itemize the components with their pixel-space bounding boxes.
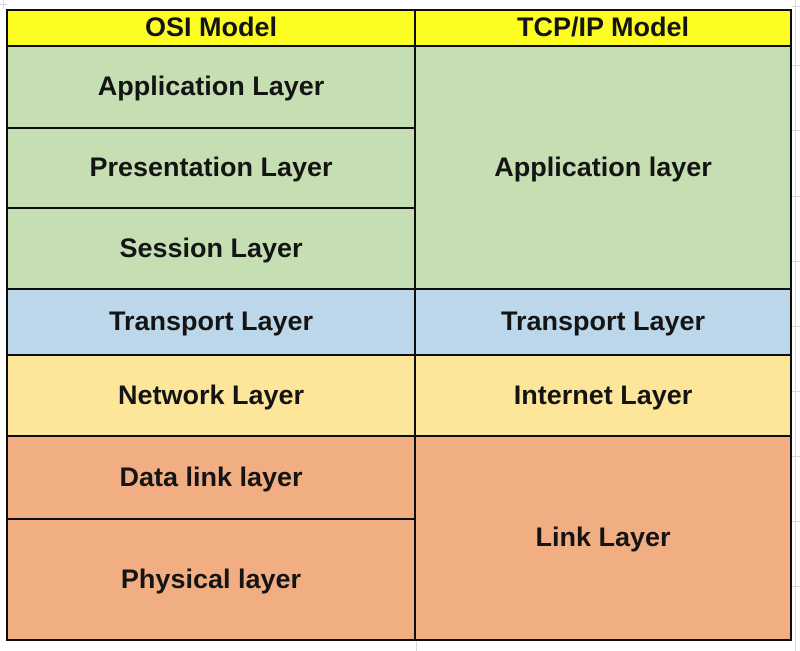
osi-network-layer-cell: Network Layer (8, 356, 416, 437)
osi-datalink-layer-cell: Data link layer (8, 437, 416, 520)
tcpip-transport-layer-cell: Transport Layer (416, 290, 790, 356)
osi-presentation-layer-cell: Presentation Layer (8, 129, 416, 209)
tcpip-transport-layer-label: Transport Layer (500, 306, 706, 337)
osi-application-layer-cell: Application Layer (8, 47, 416, 129)
osi-session-layer-cell: Session Layer (8, 209, 416, 290)
sheet-gridline (792, 391, 800, 392)
osi-model-header-cell: OSI Model (8, 11, 416, 47)
tcpip-model-header-cell: TCP/IP Model (416, 11, 790, 47)
tcpip-internet-layer-cell: Internet Layer (416, 356, 790, 437)
osi-presentation-layer-label: Presentation Layer (89, 152, 333, 183)
osi-session-layer-label: Session Layer (119, 232, 303, 263)
osi-application-layer-label: Application Layer (97, 71, 325, 102)
osi-tcpip-comparison-table: OSI Model TCP/IP Model Application Layer… (6, 9, 792, 641)
osi-physical-layer-label: Physical layer (120, 563, 302, 594)
sheet-gridline (792, 65, 800, 66)
tcpip-application-layer-label: Application layer (494, 151, 712, 182)
sheet-gridline (792, 521, 800, 522)
sheet-gridline (792, 586, 800, 587)
sheet-gridline (795, 0, 796, 651)
sheet-gridline (792, 130, 800, 131)
osi-network-layer-label: Network Layer (117, 379, 305, 410)
sheet-gridline (792, 326, 800, 327)
osi-physical-layer-cell: Physical layer (8, 520, 416, 639)
tcpip-model-header-label: TCP/IP Model (516, 12, 690, 43)
sheet-gridline (792, 456, 800, 457)
osi-transport-layer-cell: Transport Layer (8, 290, 416, 356)
tcpip-application-layer-cell: Application layer (416, 47, 790, 290)
tcpip-link-layer-label: Link Layer (535, 522, 671, 553)
sheet-gridline (3, 0, 4, 8)
tcpip-link-layer-cell: Link Layer (416, 437, 790, 639)
osi-model-header-label: OSI Model (144, 12, 277, 43)
osi-datalink-layer-label: Data link layer (119, 461, 303, 492)
sheet-gridline (792, 196, 800, 197)
osi-transport-layer-label: Transport Layer (108, 306, 314, 337)
tcpip-internet-layer-label: Internet Layer (513, 379, 693, 410)
sheet-gridline (792, 261, 800, 262)
sheet-gridline (792, 6, 800, 7)
sheet-gridline (416, 641, 417, 651)
